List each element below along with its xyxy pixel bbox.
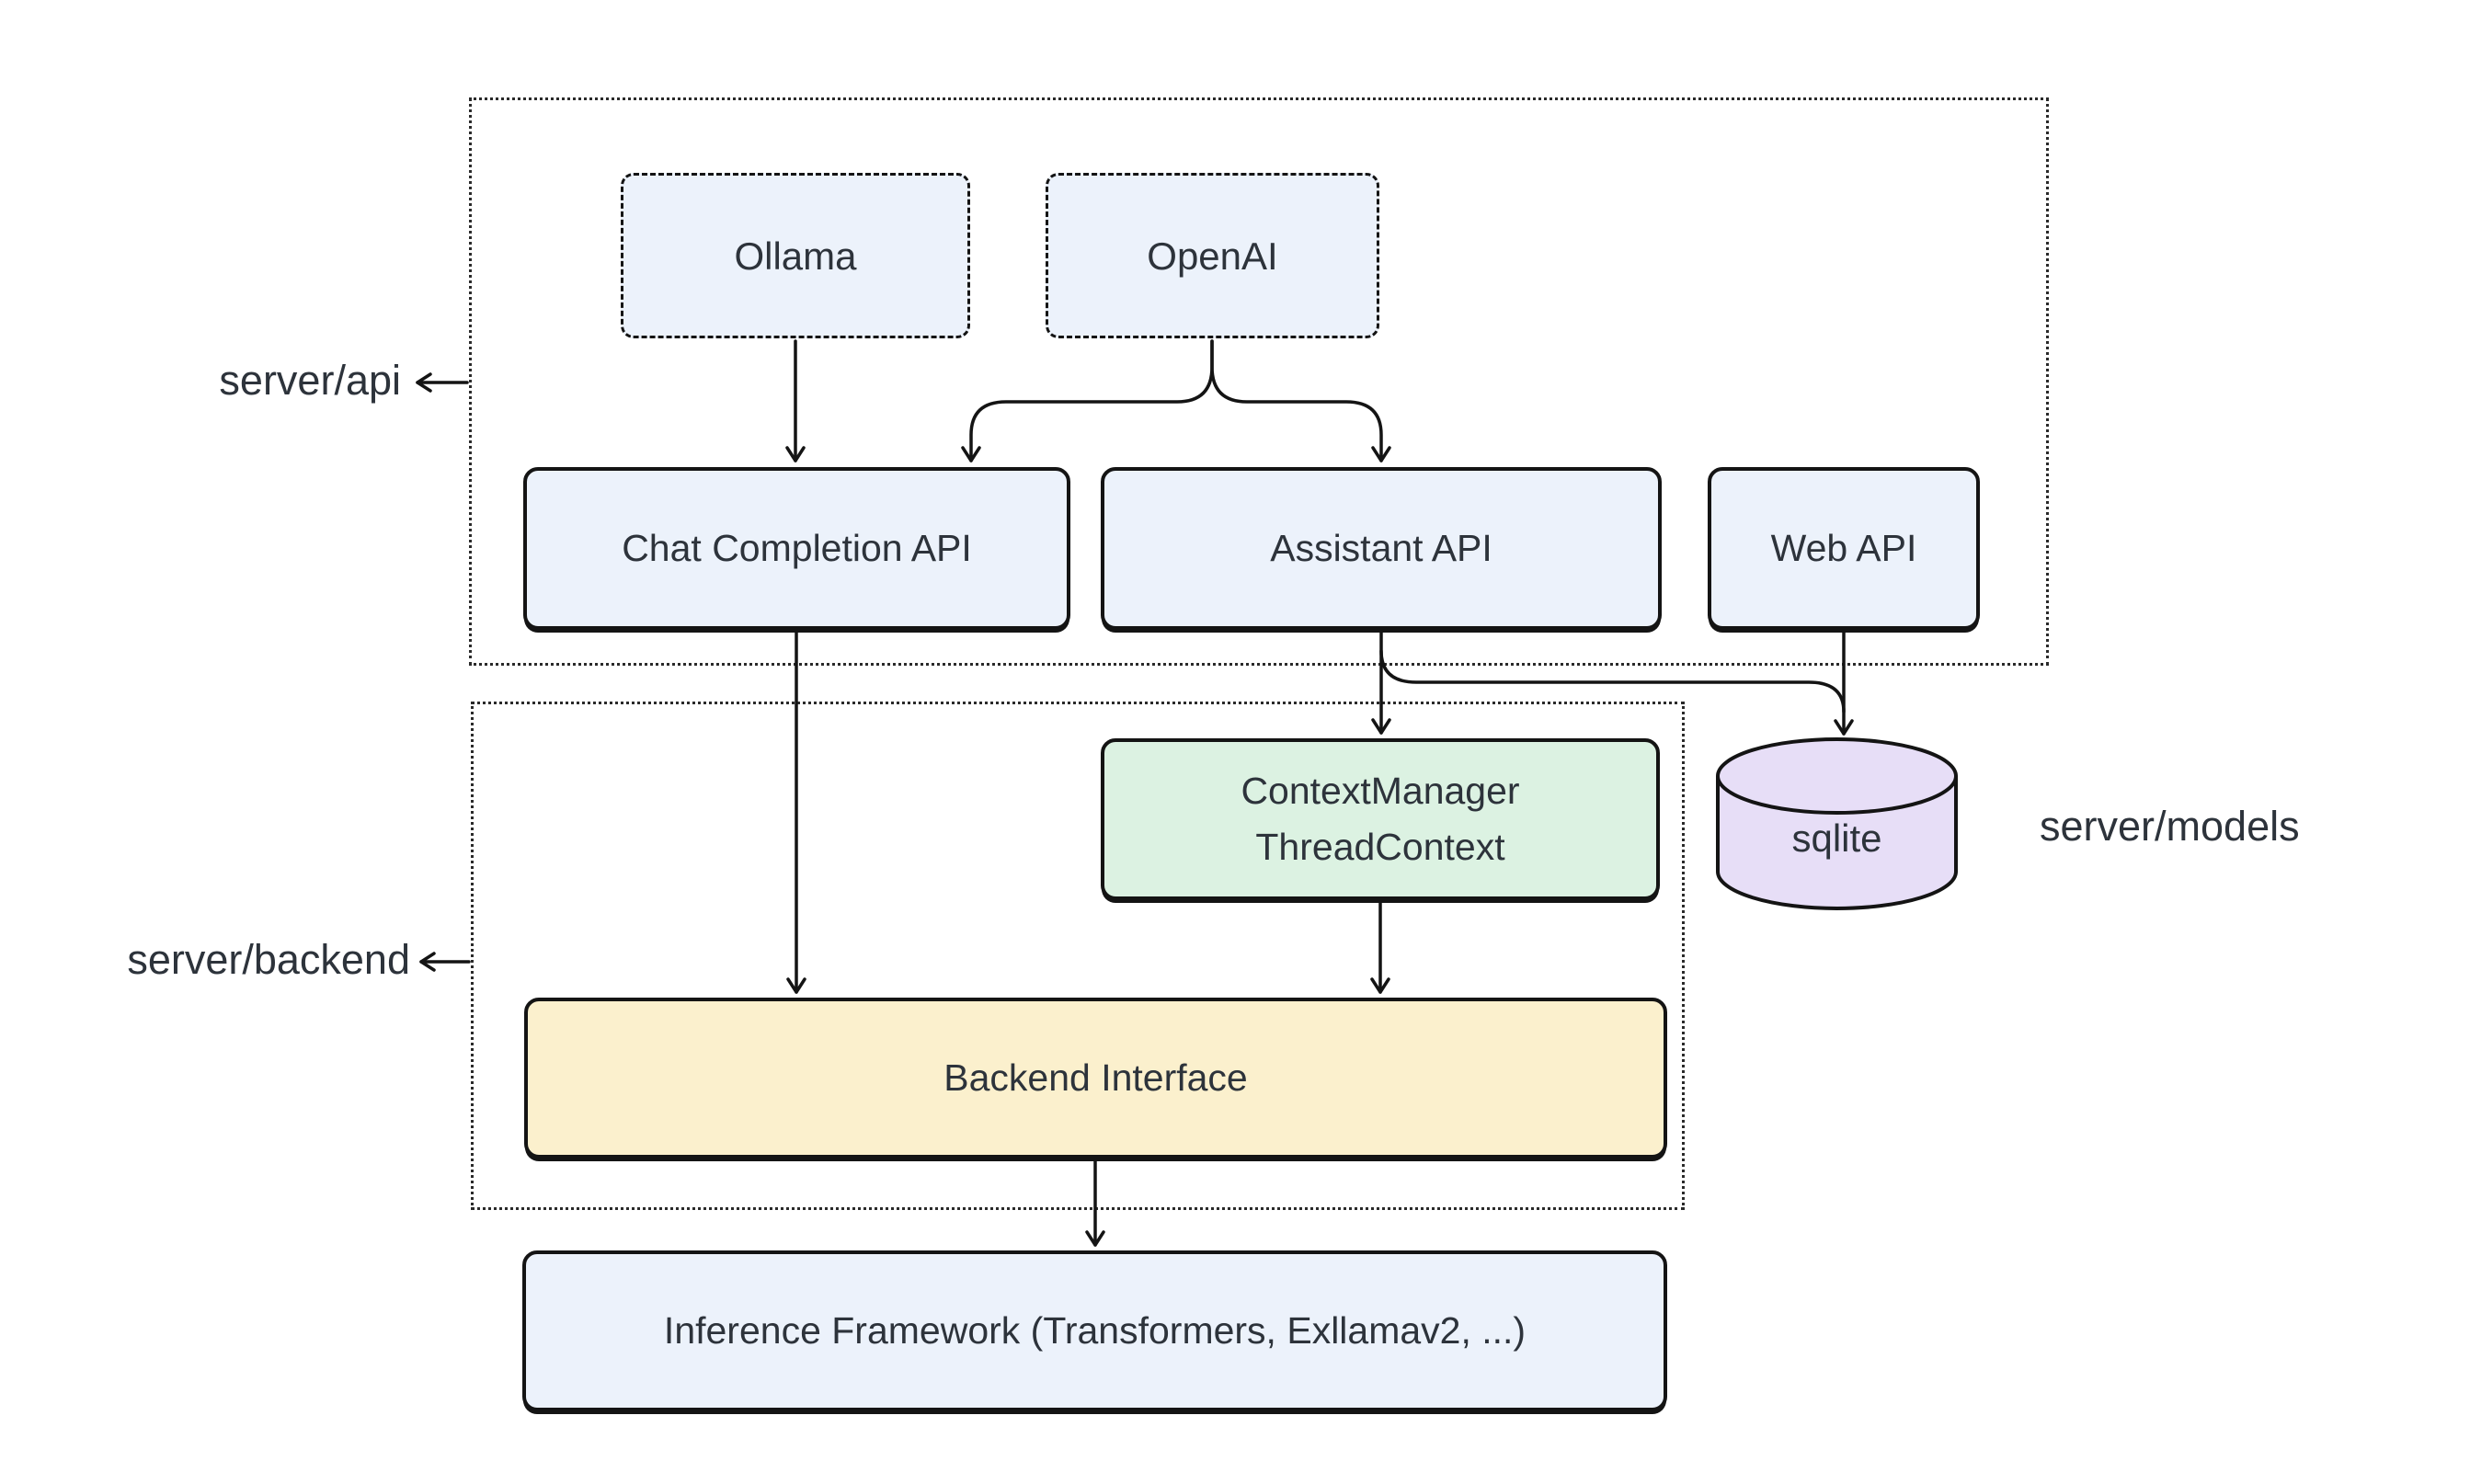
label-server-models: server/models [2040, 803, 2371, 850]
node-openai: OpenAI [1046, 173, 1379, 338]
label-server-backend-text: server/backend [127, 936, 410, 983]
label-server-api-text: server/api [219, 357, 401, 404]
context-manager-line1: ContextManager [1241, 769, 1520, 812]
node-ollama: Ollama [621, 173, 970, 338]
node-web-api: Web API [1708, 467, 1980, 630]
server-backend-container [471, 702, 1685, 1210]
label-server-api: server/api [110, 357, 401, 405]
node-context-manager: ContextManager ThreadContext [1101, 738, 1660, 900]
node-web-api-label: Web API [1770, 526, 1917, 569]
node-ollama-label: Ollama [734, 234, 857, 278]
node-backend-interface: Backend Interface [524, 998, 1667, 1159]
node-inference-framework: Inference Framework (Transformers, Exlla… [522, 1250, 1667, 1411]
node-openai-label: OpenAI [1147, 234, 1278, 278]
node-chat-completion-api: Chat Completion API [523, 467, 1070, 630]
context-manager-line2: ThreadContext [1255, 826, 1505, 868]
node-context-manager-label: ContextManager ThreadContext [1241, 763, 1519, 876]
node-inference-framework-label: Inference Framework (Transformers, Exlla… [663, 1308, 1527, 1352]
node-backend-interface-label: Backend Interface [943, 1056, 1248, 1099]
node-chat-completion-api-label: Chat Completion API [622, 526, 972, 569]
node-assistant-api: Assistant API [1101, 467, 1662, 630]
server-api-container [469, 97, 2049, 666]
node-assistant-api-label: Assistant API [1270, 526, 1492, 569]
node-sqlite-label: sqlite [1791, 816, 1882, 860]
label-server-backend: server/backend [74, 936, 410, 984]
label-server-models-text: server/models [2040, 803, 2300, 850]
